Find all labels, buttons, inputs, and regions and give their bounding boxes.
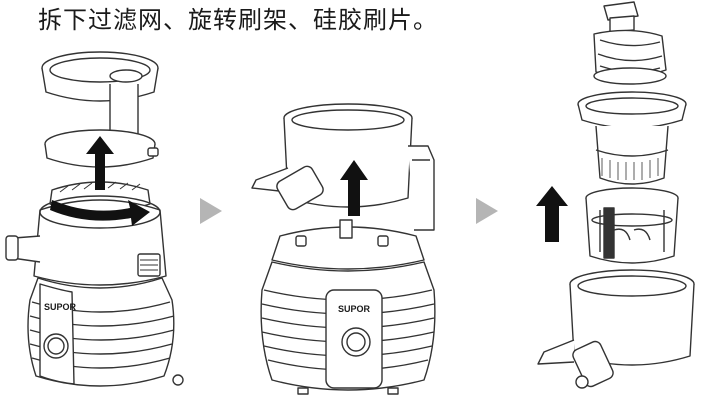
brand-label-1: SUPOR [44, 302, 77, 312]
rotate-arrow-icon [50, 200, 150, 226]
lift-arrow-icon-3 [536, 186, 568, 242]
lift-arrow-icon-2 [340, 160, 368, 216]
figure-exploded-parts [536, 1, 695, 389]
brand-label-2: SUPOR [338, 304, 371, 314]
figure-juicer-disassembly-2: SUPOR [251, 103, 436, 395]
figure-juicer-disassembly-1: SUPOR [5, 51, 184, 387]
lift-arrow-icon [86, 136, 114, 190]
step-arrow-icon-1 [200, 198, 222, 224]
instruction-text: 拆下过滤网、旋转刷架、硅胶刷片。 [38, 6, 438, 34]
step-arrow-icon-2 [476, 198, 498, 224]
